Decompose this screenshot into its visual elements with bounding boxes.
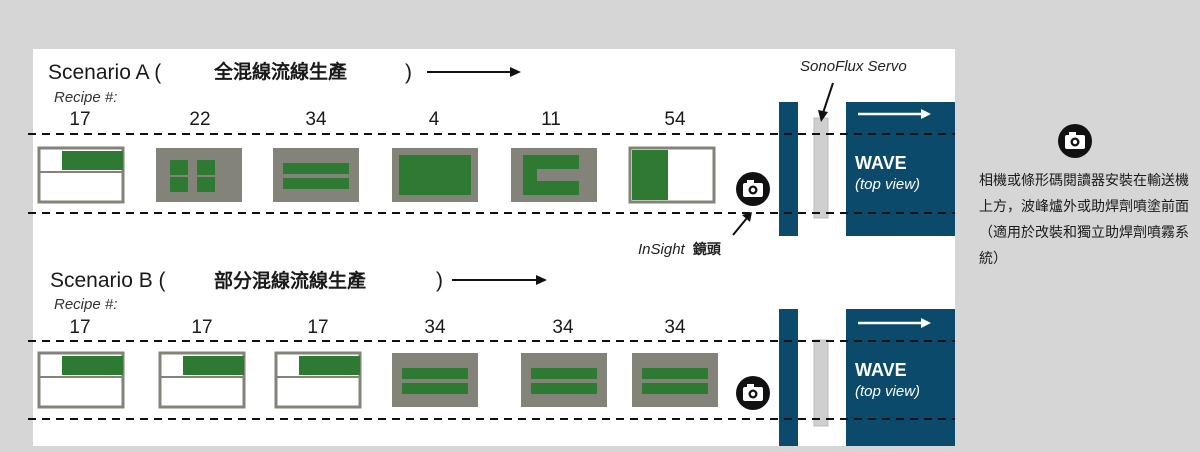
scenario-a-subtitle: 全混線流線生產 — [214, 61, 348, 83]
board-b-recipe-17-2 — [158, 351, 246, 409]
wave-box-b — [779, 309, 955, 446]
wave-subtitle-a: (top view) — [855, 176, 921, 193]
board-b-recipe-34-1 — [392, 353, 478, 407]
recipe-number: 17 — [307, 317, 329, 338]
wave-subtitle-b: (top view) — [855, 383, 921, 400]
camera-icon — [736, 376, 770, 410]
servo-pointer-arrow — [818, 82, 834, 122]
servo-label: SonoFlux Servo — [800, 58, 907, 75]
scenario-a-recipe-label: Recipe #: — [54, 89, 118, 106]
wave-label-a: WAVE — [855, 153, 907, 173]
recipe-number: 17 — [69, 317, 91, 338]
scenario-a-title: Scenario A ( — [48, 61, 162, 84]
recipe-number: 4 — [428, 109, 440, 130]
insight-label-cjk: 鏡頭 — [692, 242, 721, 258]
wave-label-b: WAVE — [855, 360, 907, 380]
scenario-b-recipe-label: Recipe #: — [54, 296, 118, 313]
board-b-recipe-34-3 — [632, 353, 718, 407]
wave-direction-arrow-a — [858, 109, 931, 119]
recipe-number: 22 — [189, 109, 211, 130]
recipe-number: 34 — [664, 317, 686, 338]
board-a-recipe-17 — [37, 146, 125, 204]
wave-direction-arrow-b — [858, 318, 931, 328]
board-a-recipe-11 — [511, 148, 597, 202]
insight-label-text: InSight — [638, 241, 685, 258]
board-a-recipe-54 — [628, 146, 716, 204]
camera-icon — [1058, 124, 1092, 158]
scenario-a-close-paren: ) — [405, 61, 412, 84]
scenario-b-arrow — [452, 275, 547, 285]
insight-pointer-arrow — [732, 212, 752, 236]
insight-label: InSight 鏡頭 — [638, 242, 721, 257]
recipe-number: 17 — [191, 317, 213, 338]
board-b-recipe-17-1 — [37, 351, 125, 409]
board-a-recipe-34 — [273, 148, 359, 202]
mounting-note: 相機或條形碼閱讀器安裝在輸送機上方，波峰爐外或助焊劑噴塗前面（適用於改裝和獨立助… — [979, 173, 1189, 267]
board-a-recipe-22 — [156, 148, 242, 202]
recipe-number: 17 — [69, 109, 91, 130]
scenario-a-arrow — [427, 67, 521, 77]
scenario-b-close-paren: ) — [436, 269, 443, 292]
recipe-number: 34 — [552, 317, 574, 338]
board-b-recipe-17-3 — [274, 351, 362, 409]
recipe-number: 54 — [664, 109, 686, 130]
scenario-b-title: Scenario B ( — [50, 269, 166, 292]
camera-icon — [736, 172, 770, 206]
recipe-number: 34 — [305, 109, 327, 130]
scenario-b-subtitle: 部分混線流線生產 — [214, 270, 367, 292]
board-b-recipe-34-2 — [521, 353, 607, 407]
recipe-number: 34 — [424, 317, 446, 338]
board-a-recipe-4 — [392, 148, 478, 202]
recipe-number: 11 — [541, 109, 561, 130]
